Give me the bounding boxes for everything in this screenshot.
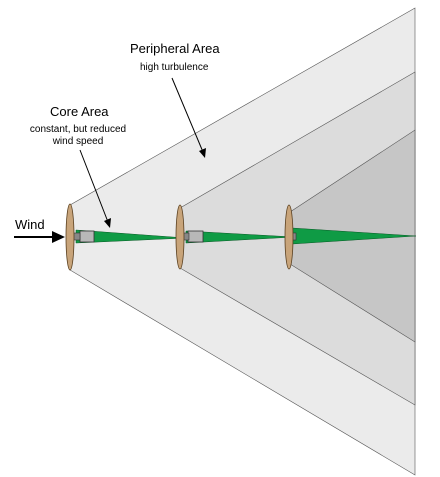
peripheral-area-subtitle: high turbulence xyxy=(140,62,209,73)
rotor-blade xyxy=(65,203,75,271)
turbine-1 xyxy=(65,203,95,271)
wake-zones xyxy=(69,7,416,476)
peripheral-leader-arrow xyxy=(171,77,206,158)
core-area-subtitle-line1: constant, but reduced xyxy=(29,124,127,135)
peripheral-area-title: Peripheral Area xyxy=(130,41,220,56)
rotor-blade xyxy=(284,204,294,270)
nacelle xyxy=(79,230,95,243)
turbine-3 xyxy=(284,204,297,270)
wind-arrow xyxy=(14,231,65,243)
wind-label: Wind xyxy=(15,217,45,232)
core-wake-streams xyxy=(75,227,417,245)
core-leader-arrow xyxy=(79,149,111,228)
turbine-2 xyxy=(175,204,204,270)
core-area-subtitle-line2: wind speed xyxy=(52,136,104,147)
core-area-title: Core Area xyxy=(50,104,109,119)
rotor-blade xyxy=(175,204,185,270)
nacelle xyxy=(187,230,204,243)
